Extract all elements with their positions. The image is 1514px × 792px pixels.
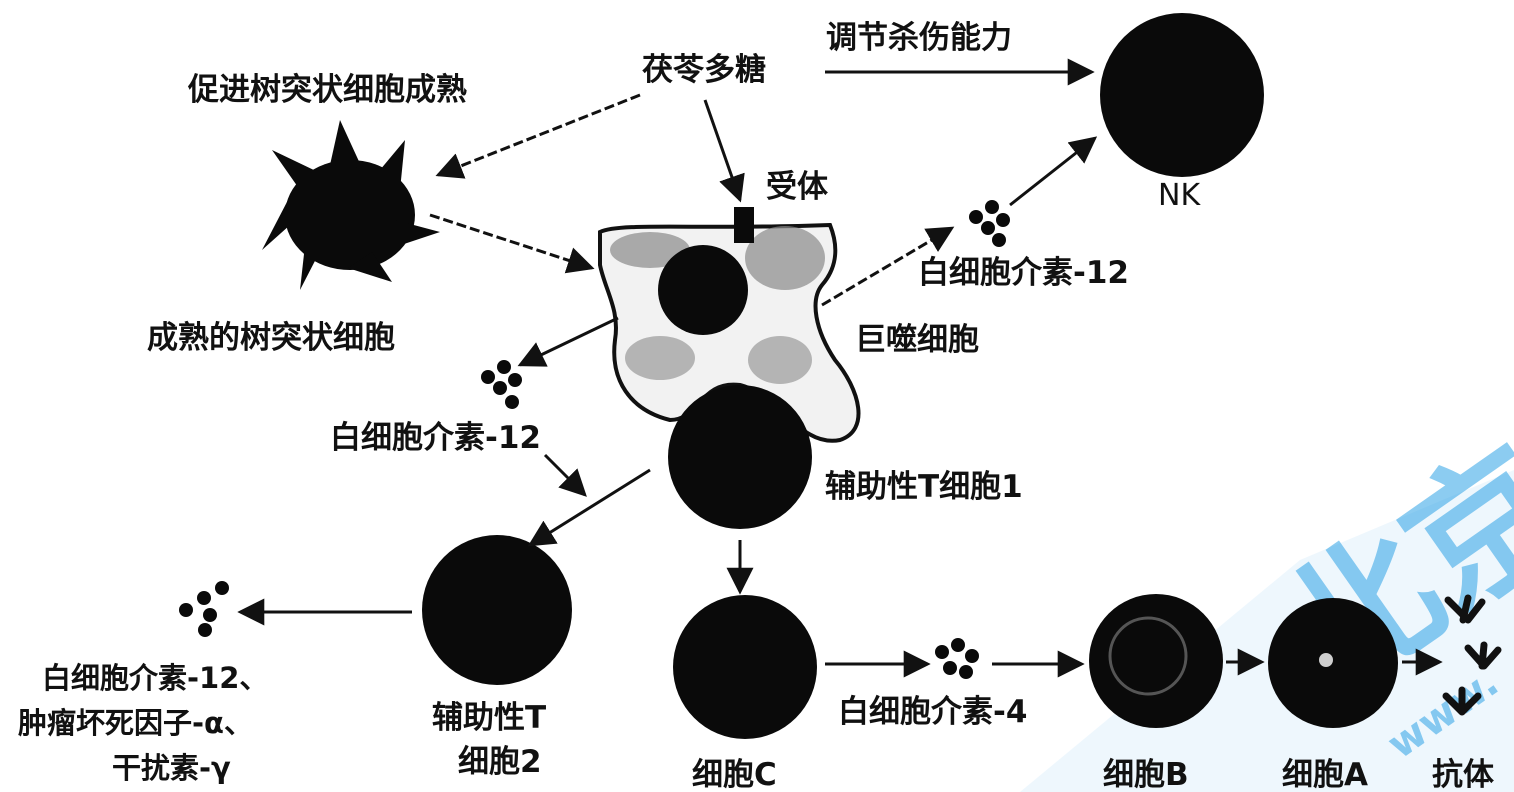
label-macrophage: 巨噬细胞	[855, 322, 979, 358]
arrow-poria-to-receptor	[703, 99, 745, 203]
dendritic-cell	[262, 120, 440, 290]
label-th1: 辅助性T细胞1	[825, 469, 1023, 505]
arrow-il12-to-th2-path	[543, 453, 587, 497]
label-cell-b: 细胞B	[1103, 757, 1189, 792]
label-regulate-killing: 调节杀伤能力	[826, 20, 1012, 56]
label-cell-a: 细胞A	[1282, 757, 1368, 792]
label-il12-top: 白细胞介素-12	[918, 255, 1129, 291]
label-th2-line2: 细胞2	[458, 744, 542, 780]
label-il4: 白细胞介素-4	[838, 694, 1027, 730]
cell-b	[1089, 594, 1223, 728]
arrow-poria-to-dc	[435, 93, 641, 179]
label-antibody: 抗体	[1432, 757, 1494, 792]
arrow-il12-to-nk	[1009, 136, 1098, 207]
label-nk: NK	[1158, 178, 1201, 213]
label-cytokines-line2: 肿瘤坏死因子-α、	[18, 706, 253, 740]
label-mature-dc: 成熟的树突状细胞	[147, 320, 395, 356]
th2-cell	[422, 535, 572, 685]
macrophage	[598, 222, 861, 443]
cell-c	[673, 595, 817, 739]
label-cytokines-line1: 白细胞介素-12、	[42, 661, 268, 695]
th1-cell	[668, 385, 812, 529]
label-promote-dc-maturation: 促进树突状细胞成熟	[187, 72, 467, 108]
arrow-dc-to-macrophage	[429, 213, 595, 274]
cytokine-dots-th2	[179, 581, 229, 637]
label-receptor: 受体	[766, 169, 828, 205]
arrow-macrophage-to-il12	[821, 226, 955, 307]
antibodies	[1442, 594, 1502, 716]
label-th2-line1: 辅助性T	[432, 700, 546, 736]
arrow-th1-to-th2	[527, 468, 651, 547]
label-cell-c: 细胞C	[692, 757, 777, 792]
cell-a	[1268, 598, 1398, 728]
arrow-macrophage-to-il12-left	[517, 316, 619, 367]
nk-cell	[1100, 13, 1264, 177]
il4-dots	[935, 638, 979, 679]
il12-dots-left	[481, 360, 522, 409]
label-il12-left: 白细胞介素-12	[330, 420, 541, 456]
label-cytokines-line3: 干扰素-γ	[112, 751, 231, 785]
receptor	[734, 207, 754, 243]
il12-dots-top	[969, 200, 1010, 247]
label-poria-polysaccharide: 茯苓多糖	[642, 52, 766, 88]
watermark: 北京高考 www.	[1020, 243, 1514, 792]
